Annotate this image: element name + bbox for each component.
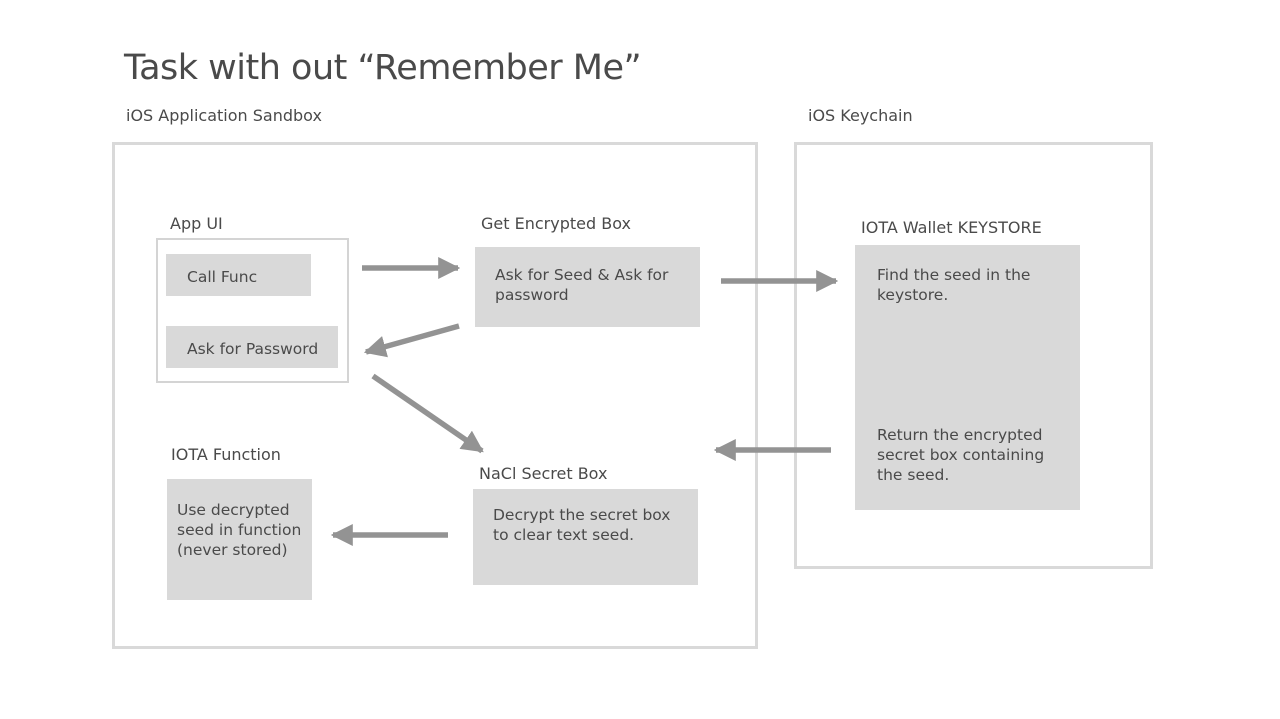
iota-function-text: Use decrypted seed in function (never st… [177, 501, 302, 559]
nacl-secret-box-label: NaCl Secret Box [479, 464, 608, 483]
keystore-box: Find the seed in the keystore. Return th… [855, 245, 1080, 510]
page-title: Task with out “Remember Me” [124, 48, 642, 88]
keychain-frame [794, 142, 1153, 569]
keystore-label: IOTA Wallet KEYSTORE [861, 218, 1042, 237]
keychain-label: iOS Keychain [808, 106, 913, 125]
ask-password-text: Ask for Password [187, 340, 319, 358]
get-encrypted-box: Ask for Seed & Ask for password [475, 247, 700, 327]
arrow-ask-password-to-nacl [371, 373, 484, 454]
call-func-text: Call Func [187, 268, 258, 286]
keystore-find-text: Find the seed in the keystore. [877, 266, 1031, 304]
arrow-get-encrypted-to-ask-password [363, 323, 460, 358]
app-ui-label: App UI [170, 214, 223, 233]
ask-password-box: Ask for Password [166, 326, 338, 368]
get-encrypted-box-text: Ask for Seed & Ask for password [495, 266, 669, 304]
get-encrypted-box-label: Get Encrypted Box [481, 214, 631, 233]
keystore-return-text: Return the encrypted secret box containi… [877, 426, 1045, 484]
sandbox-label: iOS Application Sandbox [126, 106, 322, 125]
iota-function-label: IOTA Function [171, 445, 281, 464]
call-func-box: Call Func [166, 254, 311, 296]
nacl-secret-box: Decrypt the secret box to clear text see… [473, 489, 698, 585]
iota-function-box: Use decrypted seed in function (never st… [167, 479, 312, 600]
nacl-secret-box-text: Decrypt the secret box to clear text see… [493, 506, 671, 544]
sandbox-frame [112, 142, 758, 649]
app-ui-frame [156, 238, 349, 383]
